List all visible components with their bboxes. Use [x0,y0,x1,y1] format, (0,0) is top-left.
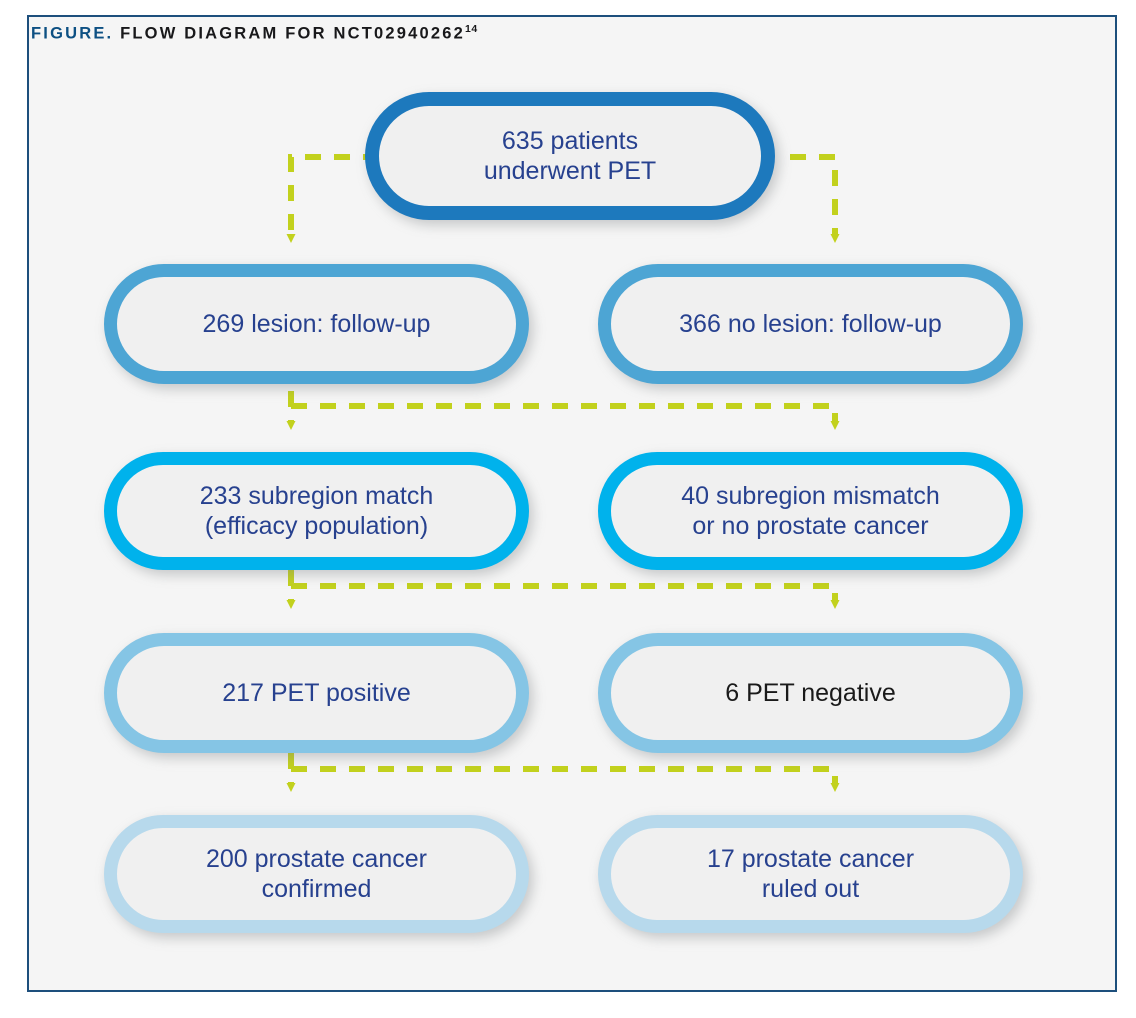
node-217-pet-positive[interactable]: 217 PET positive [104,633,529,753]
node-label: 269 lesion: follow-up [202,309,431,338]
node-label: 217 PET positive [222,678,411,707]
node-40-subregion-mismatch[interactable]: 40 subregion mismatch or no prostate can… [598,452,1023,570]
node-label: 6 PET negative [725,678,896,707]
node-label: 17 prostate cancer ruled out [706,844,915,904]
node-label: 366 no lesion: follow-up [679,309,942,338]
node-635-patients-underwent-pet[interactable]: 635 patients underwent PET [365,92,775,220]
figure-caption-label: FIGURE. [31,24,114,43]
figure-caption: FIGURE. FLOW DIAGRAM FOR NCT0294026214 [31,23,478,44]
figure-caption-title: FLOW DIAGRAM FOR NCT02940262 [113,24,466,43]
node-label: 200 prostate cancer confirmed [206,844,427,904]
node-200-prostate-cancer-confirmed[interactable]: 200 prostate cancer confirmed [104,815,529,933]
figure-caption-superscript: 14 [465,23,478,35]
node-label: 635 patients underwent PET [483,126,657,186]
node-269-lesion-follow-up[interactable]: 269 lesion: follow-up [104,264,529,384]
node-233-subregion-match[interactable]: 233 subregion match (efficacy population… [104,452,529,570]
node-label: 40 subregion mismatch or no prostate can… [681,481,940,541]
node-label: 233 subregion match (efficacy population… [199,481,434,541]
node-6-pet-negative[interactable]: 6 PET negative [598,633,1023,753]
node-17-prostate-cancer-ruled-out[interactable]: 17 prostate cancer ruled out [598,815,1023,933]
node-366-no-lesion-follow-up[interactable]: 366 no lesion: follow-up [598,264,1023,384]
